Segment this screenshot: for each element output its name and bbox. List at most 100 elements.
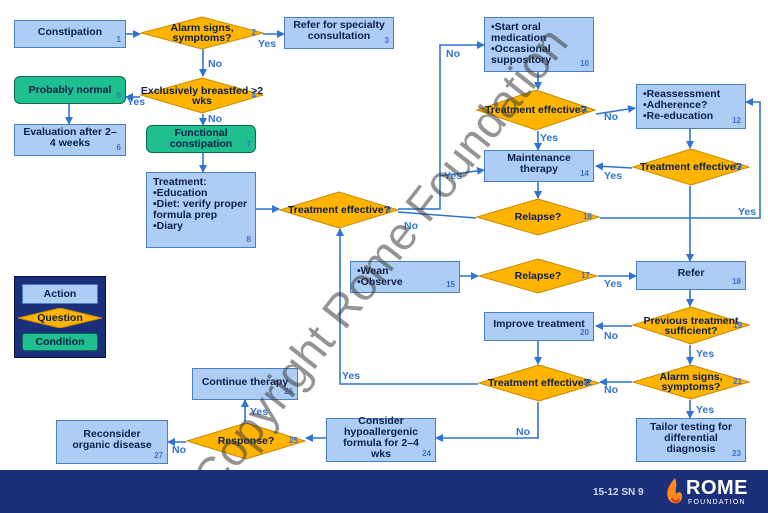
node-reassessment: •Reassessment •Adherence? •Re-education … xyxy=(636,84,746,129)
node-alarm-signs: Alarm signs, symptoms? 2 xyxy=(140,16,264,50)
node-item: •Wean xyxy=(357,265,389,277)
node-number: 22 xyxy=(583,378,592,387)
node-number: 4 xyxy=(251,90,256,100)
node-number: 9 xyxy=(386,205,391,214)
node-label: Consider hypoallergenic formula for 2–4 … xyxy=(343,415,419,460)
node-item: •Education xyxy=(153,187,208,199)
node-number: 13 xyxy=(733,162,742,171)
node-label: Response? xyxy=(217,435,275,447)
node-label: Treatment effective? xyxy=(639,161,743,173)
node-number: 10 xyxy=(580,59,589,68)
node-improve-treatment: Improve treatment 20 xyxy=(484,312,594,341)
node-continue-therapy: Continue therapy 26 xyxy=(192,368,298,400)
edge-label-yes: Yes xyxy=(696,404,715,416)
node-label: Improve treatment xyxy=(493,318,585,330)
node-previous-treatment-sufficient: Previous treatment sufficient? 19 xyxy=(632,306,750,345)
logo-subtitle: FOUNDATION xyxy=(688,499,746,506)
legend-question: Question xyxy=(18,308,102,328)
node-label: Probably normal xyxy=(28,83,112,96)
node-number: 20 xyxy=(580,328,589,337)
node-relapse-17: Relapse? 17 xyxy=(478,258,598,294)
node-number: 14 xyxy=(580,169,589,178)
node-label: Previous treatment sufficient? xyxy=(643,314,739,337)
node-constipation: Constipation 1 xyxy=(14,20,126,48)
legend-action: Action xyxy=(22,284,98,304)
footer-bar: 15-12 SN 9 xyxy=(0,470,768,513)
node-response: Response? 25 xyxy=(186,422,306,460)
node-number: 2 xyxy=(251,28,256,37)
node-label: Relapse? xyxy=(514,270,562,282)
node-item: •Adherence? xyxy=(643,99,708,111)
legend-question-label: Question xyxy=(37,312,83,324)
edge-label-yes: Yes xyxy=(540,132,559,144)
node-label: Reconsider organic disease xyxy=(72,428,152,451)
node-title: Treatment: xyxy=(153,176,207,188)
node-relapse-16: Relapse? 16 xyxy=(476,198,600,236)
edge-label-yes: Yes xyxy=(604,170,623,182)
node-hypoallergenic-formula: Consider hypoallergenic formula for 2–4 … xyxy=(326,415,436,462)
edge-label-yes: Yes xyxy=(696,348,715,360)
node-label: Refer for specialty consultation xyxy=(293,19,385,42)
node-number: 1 xyxy=(116,35,121,44)
node-label: Treatment effective? xyxy=(487,377,591,389)
node-number: 25 xyxy=(289,436,298,445)
edge-label-yes: Yes xyxy=(604,278,623,290)
node-number: 5 xyxy=(116,91,121,100)
node-number: 27 xyxy=(154,451,163,460)
edge-label-no: No xyxy=(604,330,618,342)
node-treatment-effective-9: Treatment effective? 9 xyxy=(279,191,399,229)
edge-label-yes: Yes xyxy=(250,406,269,418)
node-number: 3 xyxy=(384,36,389,45)
node-label: Constipation xyxy=(37,25,103,38)
edge-label-no: No xyxy=(446,48,460,60)
node-refer: Refer 18 xyxy=(636,261,746,290)
node-wean-observe: •Wean •Observe 15 xyxy=(350,261,460,293)
node-label: Alarm signs, symptoms? xyxy=(659,371,723,393)
rome-foundation-logo: ROME FOUNDATION xyxy=(662,475,762,509)
edge-label-no: No xyxy=(516,426,530,438)
node-oral-medication: •Start oral medication •Occasional suppo… xyxy=(484,17,594,72)
node-exclusively-breastfed: Exclusively breastfed >2 wks 4 xyxy=(140,77,264,114)
node-probably-normal: Probably normal 5 xyxy=(14,76,126,104)
node-label: Alarm signs, symptoms? xyxy=(170,22,234,44)
node-number: 26 xyxy=(284,387,293,396)
edge-label-yes: Yes xyxy=(342,370,361,382)
node-item: •Occasional suppository xyxy=(491,43,552,66)
flame-icon xyxy=(667,478,683,504)
edge-label-no: No xyxy=(604,111,618,123)
node-number: 23 xyxy=(732,449,741,458)
node-number: 17 xyxy=(581,271,590,280)
node-label: Refer xyxy=(677,267,705,279)
node-refer-specialty: Refer for specialty consultation 3 xyxy=(284,17,394,49)
node-reconsider-organic: Reconsider organic disease 27 xyxy=(56,420,168,464)
edge-label-no: No xyxy=(208,113,222,125)
node-alarm-signs-21: Alarm signs, symptoms? 21 xyxy=(632,364,750,400)
node-item: •Start oral medication xyxy=(491,21,547,44)
edge-label-yes: Yes xyxy=(444,170,463,182)
node-tailor-testing: Tailor testing for differential diagnosi… xyxy=(636,418,746,462)
slide-code: 15-12 SN 9 xyxy=(593,487,644,498)
legend-action-label: Action xyxy=(43,287,77,300)
edge-label-yes: Yes xyxy=(738,206,757,218)
node-maintenance-therapy: Maintenance therapy 14 xyxy=(484,150,594,182)
node-number: 12 xyxy=(732,116,741,125)
node-label: Maintenance therapy xyxy=(507,152,571,175)
node-number: 15 xyxy=(446,280,455,289)
node-number: 8 xyxy=(246,235,251,244)
node-treatment-education: Treatment: •Education •Diet: verify prop… xyxy=(146,172,256,248)
node-item: •Reassessment xyxy=(643,88,721,100)
node-label: Evaluation after 2–4 weeks xyxy=(23,126,117,149)
node-treatment-effective-22: Treatment effective? 22 xyxy=(478,364,600,402)
node-item: •Diary xyxy=(153,220,183,232)
legend-condition: Condition xyxy=(22,333,98,351)
node-label: Treatment effective? xyxy=(287,204,391,216)
node-label: Relapse? xyxy=(514,211,562,223)
edge-label-no: No xyxy=(208,58,222,70)
edge-label-no: No xyxy=(604,384,618,396)
node-label: Continue therapy xyxy=(201,375,289,388)
node-number: 19 xyxy=(733,320,742,330)
edge-label-no: No xyxy=(404,220,418,232)
edge-label-yes: Yes xyxy=(127,96,146,108)
node-label: Treatment effective? xyxy=(484,104,588,116)
